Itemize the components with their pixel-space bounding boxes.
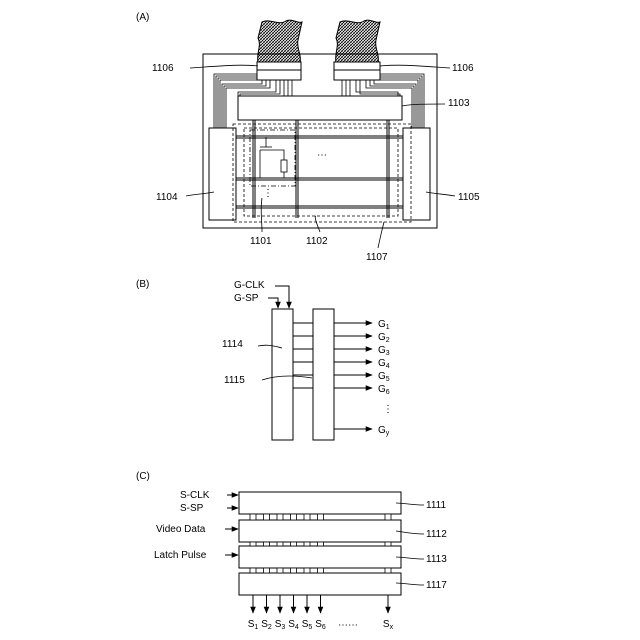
source-rung — [250, 568, 256, 573]
source-rung — [304, 542, 310, 546]
source-output-label: S5 — [302, 619, 313, 631]
gate-driver-left-block — [209, 128, 236, 220]
source-rung — [264, 568, 270, 573]
gate-ellipsis: ⋮ — [383, 404, 393, 415]
ref-1106-left: 1106 — [152, 63, 174, 74]
source-rung — [304, 514, 310, 520]
ref-1106-right: 1106 — [452, 63, 474, 74]
s-clk-label: S-CLK — [180, 490, 210, 501]
fpc-connector-left — [257, 70, 301, 80]
ref-1111: 1111 — [426, 500, 446, 511]
source-rung — [318, 514, 324, 520]
gate-shift-register — [272, 309, 293, 440]
ref-1107: 1107 — [366, 252, 388, 263]
gate-outputs: G1G2G3G4G5G6Gy — [334, 319, 390, 437]
source-rung — [277, 514, 283, 520]
source-output-label: S4 — [288, 619, 299, 631]
source-output-label-last: Sx — [383, 619, 394, 631]
gate-output-label: G6 — [378, 384, 390, 396]
source-driver-block — [238, 96, 402, 120]
gate-output-label: G2 — [378, 332, 390, 344]
panel-c-label: (C) — [136, 471, 150, 482]
latch-2 — [239, 546, 401, 568]
source-rung — [318, 542, 324, 546]
source-rung — [250, 542, 256, 546]
fpc-left — [257, 20, 302, 70]
source-rung — [318, 568, 324, 573]
fpc-connector-right — [334, 70, 380, 80]
source-output-label: S6 — [315, 619, 326, 631]
g-sp-label: G-SP — [234, 293, 259, 304]
gate-output-label: G4 — [378, 358, 390, 370]
panel-a: (A) — [136, 12, 480, 263]
pixel-circuit — [260, 137, 287, 178]
source-rung — [277, 542, 283, 546]
gate-rungs — [293, 323, 313, 388]
s-sp-label: S-SP — [180, 503, 204, 514]
source-rung — [277, 568, 283, 573]
latch-1 — [239, 520, 401, 542]
gate-driver-right-block — [403, 128, 430, 220]
ref-1102: 1102 — [306, 236, 328, 247]
source-output-label: S1 — [248, 619, 259, 631]
source-rung — [291, 568, 297, 573]
source-rung — [264, 542, 270, 546]
ref-1114: 1114 — [222, 339, 243, 350]
panel-a-label: (A) — [136, 12, 149, 23]
source-rung — [304, 568, 310, 573]
gate-buffer — [313, 309, 334, 440]
source-buffer — [239, 573, 401, 595]
source-rung-last — [385, 568, 391, 573]
ref-1112: 1112 — [426, 529, 447, 540]
ref-1104: 1104 — [156, 192, 178, 203]
source-shift-register — [239, 492, 401, 514]
source-rung — [264, 514, 270, 520]
source-rung-last — [385, 542, 391, 546]
source-lines — [253, 120, 389, 218]
ref-1115: 1115 — [224, 375, 245, 386]
gate-output-label-last: Gy — [378, 425, 390, 437]
gate-output-label: G5 — [378, 371, 390, 383]
source-ellipsis: ⋯⋯ — [338, 620, 358, 631]
pixel-area-region — [244, 128, 398, 216]
ref-1103: 1103 — [448, 98, 470, 109]
pixel-ellipsis-v: ⋮ — [263, 188, 273, 199]
gate-output-label: G1 — [378, 319, 390, 331]
source-rung-last — [385, 514, 391, 520]
source-rung — [250, 514, 256, 520]
source-rung — [291, 514, 297, 520]
panel-c: (C) S-CLK S-SP Video Data Latch Pulse S1… — [136, 471, 447, 631]
fpc-right — [334, 20, 380, 70]
gate-output-label: G3 — [378, 345, 390, 357]
ref-1117: 1117 — [426, 580, 447, 591]
g-clk-label: G-CLK — [234, 280, 265, 291]
latch-pulse-label: Latch Pulse — [154, 550, 207, 561]
panel-b: (B) G-CLK G-SP G1G2G3G4G5G6Gy ⋮ 1114 111… — [136, 279, 393, 440]
g-clk-arrow — [275, 286, 289, 308]
ref-1105: 1105 — [458, 192, 480, 203]
source-rung — [291, 542, 297, 546]
source-outputs: S1S2S3S4S5S6 Sx — [248, 595, 394, 631]
g-sp-arrow — [268, 298, 278, 308]
ref-1101: 1101 — [250, 236, 272, 247]
panel-b-label: (B) — [136, 279, 149, 290]
source-output-label: S3 — [275, 619, 286, 631]
ref-1113: 1113 — [426, 554, 447, 565]
video-data-label: Video Data — [156, 524, 206, 535]
pixel-ellipsis-h: ⋯ — [317, 150, 327, 161]
source-output-label: S2 — [261, 619, 272, 631]
